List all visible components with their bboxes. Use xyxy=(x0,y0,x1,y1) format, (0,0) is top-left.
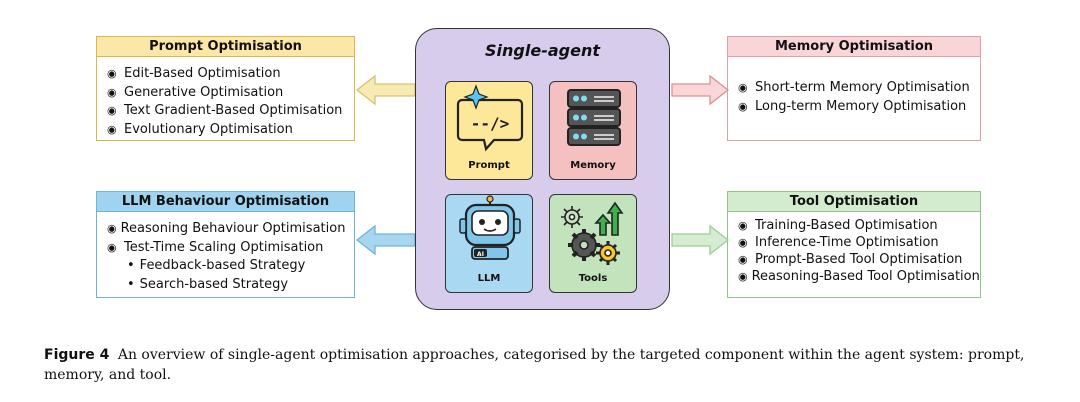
list-item: ◉Edit-Based Optimisation xyxy=(107,65,344,84)
tools-component: Tools xyxy=(549,194,637,293)
dot-icon: • xyxy=(127,258,135,273)
list-item: ◉Training-Based Optimisation xyxy=(738,218,938,233)
single-agent-title: Single-agent xyxy=(485,41,600,60)
tool-optimisation-title: Tool Optimisation xyxy=(728,192,980,212)
list-item: ◉Test-Time Scaling Optimisation xyxy=(107,239,344,258)
arrow-to-llm-icon xyxy=(355,224,416,256)
radio-bullet-icon: ◉ xyxy=(738,236,748,249)
memory-optimisation-title: Memory Optimisation xyxy=(728,37,980,57)
prompt-label: Prompt xyxy=(468,160,510,171)
list-item: ◉Generative Optimisation xyxy=(107,84,344,103)
radio-bullet-icon: ◉ xyxy=(738,99,748,113)
prompt-optimisation-panel: Prompt Optimisation ◉Edit-Based Optimisa… xyxy=(96,36,355,141)
dot-icon: • xyxy=(127,276,135,292)
single-agent-box: Single-agent --/> Prompt Memory xyxy=(415,28,670,310)
memory-component: Memory xyxy=(549,81,637,180)
prompt-code-text: --/> xyxy=(471,114,510,133)
sub-list-item: •Search-based Strategy xyxy=(127,276,289,292)
tools-label: Tools xyxy=(578,273,608,284)
sub-list-item: •Feedback-based Strategy xyxy=(127,258,306,273)
llm-behaviour-optimisation-panel: LLM Behaviour Optimisation ◉Reasoning Be… xyxy=(96,191,355,298)
tool-optimisation-panel: Tool Optimisation ◉Training-Based Optimi… xyxy=(727,191,981,298)
memory-label: Memory xyxy=(570,160,616,171)
radio-bullet-icon: ◉ xyxy=(738,81,748,94)
radio-bullet-icon: ◉ xyxy=(107,122,117,136)
arrow-to-prompt-icon xyxy=(355,74,416,106)
list-item: ◉Short-term Memory Optimisation xyxy=(738,79,970,98)
arrow-to-tool-icon xyxy=(671,224,730,256)
ai-badge-text: AI xyxy=(477,251,484,258)
llm-component: AI LLM xyxy=(445,194,533,293)
robot-icon: AI xyxy=(459,195,521,260)
list-item: ◉Prompt-Based Tool Optimisation xyxy=(738,252,963,267)
gears-icon xyxy=(561,201,624,265)
list-item: ◉Inference-Time Optimisation xyxy=(738,235,939,250)
radio-bullet-icon: ◉ xyxy=(107,67,117,80)
list-item: ◉Evolutionary Optimisation xyxy=(107,121,344,140)
list-item: ◉Reasoning Behaviour Optimisation xyxy=(107,220,345,239)
radio-bullet-icon: ◉ xyxy=(738,270,748,283)
radio-bullet-icon: ◉ xyxy=(738,219,748,232)
arrow-to-memory-icon xyxy=(671,74,730,106)
list-item: ◉Long-term Memory Optimisation xyxy=(738,98,970,117)
llm-behaviour-optimisation-title: LLM Behaviour Optimisation xyxy=(97,192,354,212)
radio-bullet-icon: ◉ xyxy=(107,85,117,99)
server-icon xyxy=(567,89,621,146)
prompt-optimisation-title: Prompt Optimisation xyxy=(97,37,354,57)
radio-bullet-icon: ◉ xyxy=(107,240,117,254)
code-chat-icon: --/> xyxy=(456,84,524,152)
memory-optimisation-panel: Memory Optimisation ◉Short-term Memory O… xyxy=(727,36,981,141)
radio-bullet-icon: ◉ xyxy=(107,104,117,117)
list-item: ◉Reasoning-Based Tool Optimisation xyxy=(738,269,980,284)
figure-caption: Figure 4 An overview of single-agent opt… xyxy=(44,345,1044,385)
radio-bullet-icon: ◉ xyxy=(738,253,748,266)
figure-label: Figure 4 xyxy=(44,347,110,363)
caption-text: An overview of single-agent optimisation… xyxy=(44,347,1025,383)
list-item: ◉Text Gradient-Based Optimisation xyxy=(107,102,344,121)
prompt-component: --/> Prompt xyxy=(445,81,533,180)
llm-label: LLM xyxy=(477,273,501,284)
radio-bullet-icon: ◉ xyxy=(107,222,117,235)
